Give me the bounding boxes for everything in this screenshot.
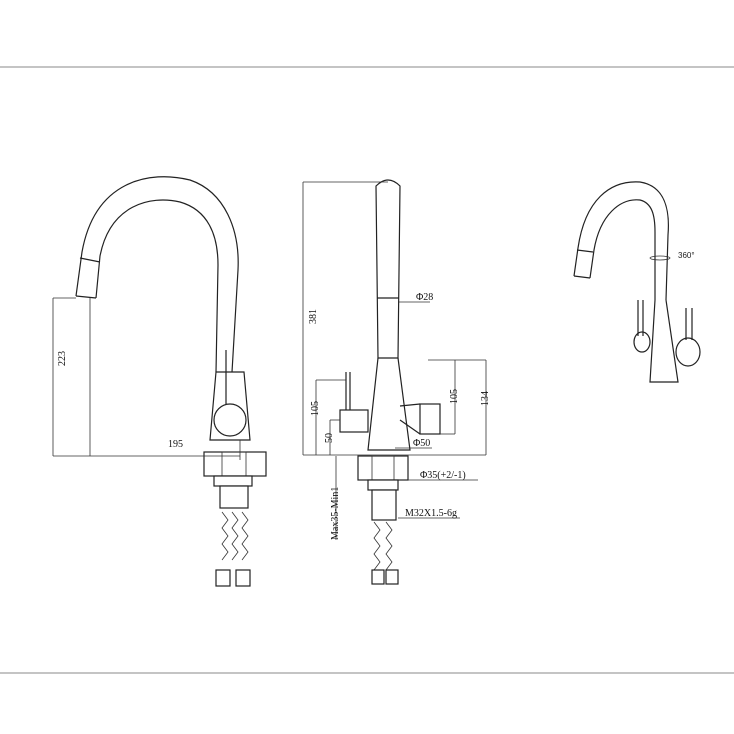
dim-381: 381 [308,309,319,324]
dim-223: 223 [57,351,68,366]
handle-circle [213,403,247,437]
threaded-shank [219,485,249,509]
left-handle-perspective [633,331,651,353]
right-handle-perspective [675,337,701,367]
dim-thread: M32X1.5-6g [405,508,457,519]
perspective-view: 360° [573,181,701,383]
faucet-body [209,371,251,441]
rotation-label: 360° [678,251,695,260]
side-view: 223 195 [52,176,267,587]
counter-mount-front [357,455,409,481]
spout-inner [95,199,219,373]
braided-hoses-front [373,521,393,571]
dim-phi50: Φ50 [413,438,430,449]
dim-counter-thickness: Max35-Min1 [330,487,341,540]
dim-134: 134 [480,391,491,406]
braided-hoses [221,511,249,561]
right-handle [419,403,441,435]
dim-phi28: Φ28 [416,292,433,303]
dim-195: 195 [168,439,183,450]
body-front [367,357,411,451]
spout-outer [75,176,239,373]
spout-perspective [573,181,669,301]
left-handle [339,409,369,433]
body-perspective [649,299,679,383]
spout-front [375,179,401,359]
dim-phi35: Φ35(+2/-1) [420,470,466,481]
dim-105-left: 105 [310,401,321,416]
threaded-shank-front [371,489,397,521]
dim-105-right: 105 [449,389,460,404]
dim-50: 50 [324,433,335,443]
front-view: 381 Φ28 105 50 Φ50 105 134 Φ35(+2/-1) M3… [302,179,491,585]
